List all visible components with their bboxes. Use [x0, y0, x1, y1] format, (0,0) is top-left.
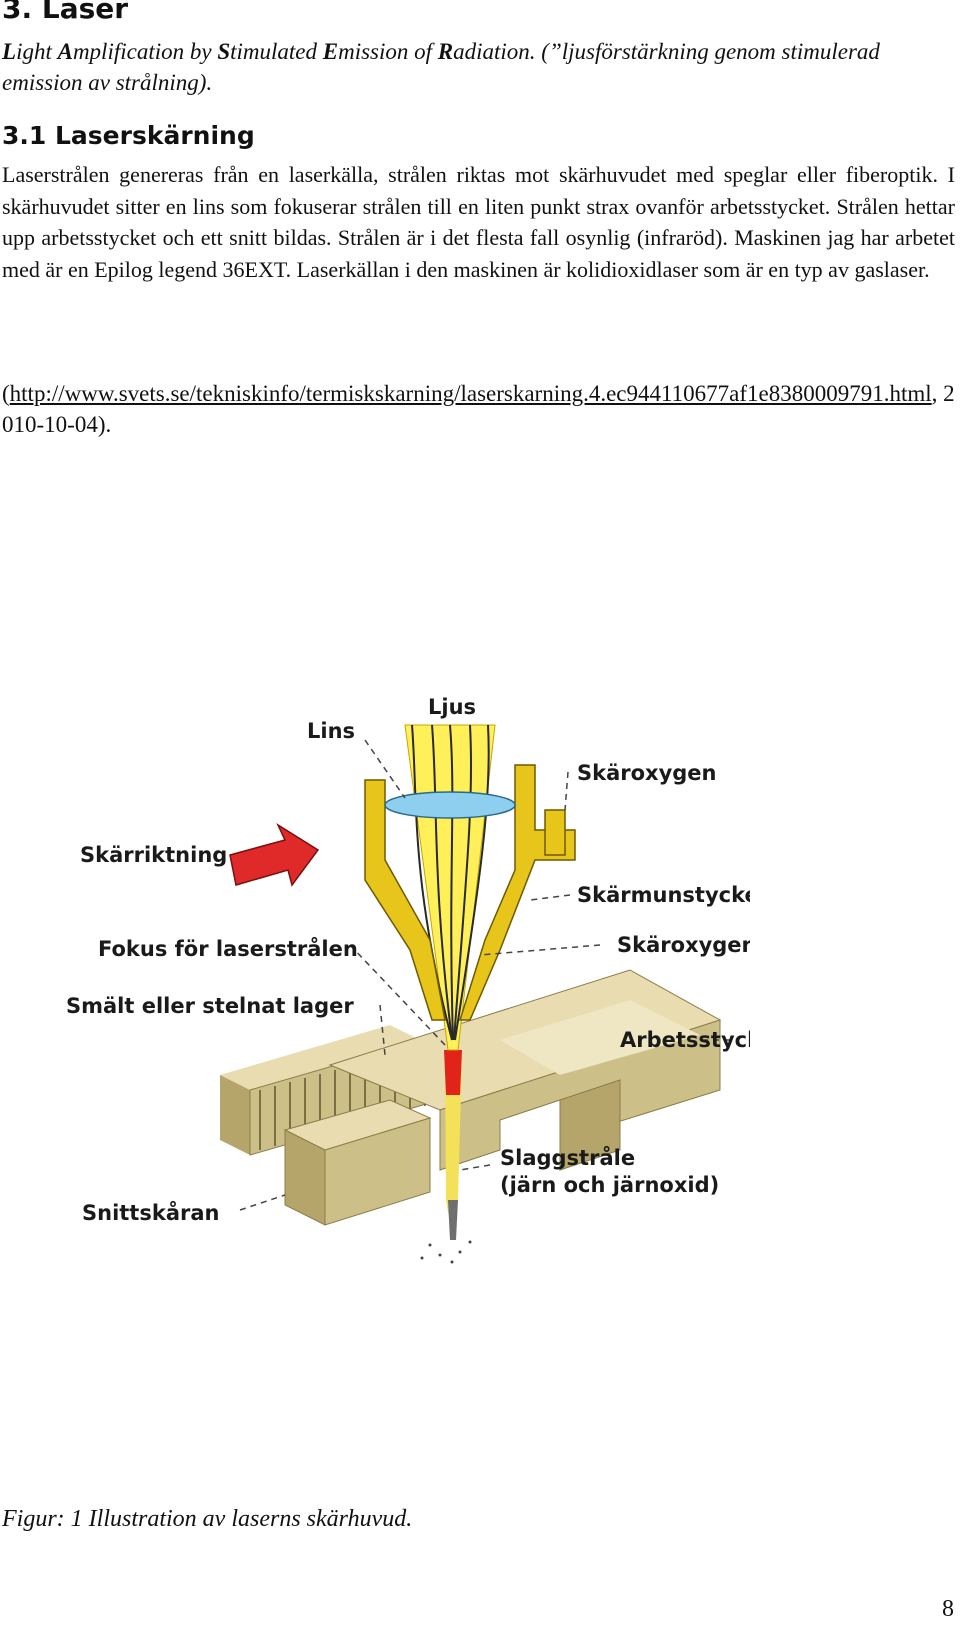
- page-number: 8: [942, 1596, 954, 1622]
- source-reference: (http://www.svets.se/tekniskinfo/termisk…: [2, 381, 955, 437]
- label-arbetsstycke: Arbetsstycke: [620, 1028, 750, 1052]
- lens: [384, 791, 516, 819]
- step-block: [559, 1079, 621, 1171]
- label-skarmunstycke: Skärmunstycke: [577, 883, 750, 907]
- cutting-direction-arrow: [229, 823, 320, 887]
- label-slaggstrale-sub: (järn och järnoxid): [500, 1173, 719, 1197]
- section-heading: 3. Laser: [2, 0, 129, 25]
- leader-lines: [239, 739, 730, 1211]
- workpiece-top-left: [220, 1025, 420, 1090]
- label-fokus: Fokus för laserstrålen: [98, 936, 358, 961]
- label-ljus: Ljus: [428, 695, 476, 719]
- slag-stream: [445, 1055, 462, 1235]
- label-snittskaran: Snittskåran: [82, 1200, 219, 1225]
- source-link[interactable]: http://www.svets.se/tekniskinfo/termisks…: [9, 381, 932, 406]
- laser-beam: [404, 724, 496, 1051]
- body-paragraph: Laserstrålen genereras från en laserkäll…: [2, 162, 955, 282]
- workpiece-end: [220, 1075, 250, 1155]
- oxygen-inlet: [544, 809, 566, 856]
- workpiece-highlight: [500, 1000, 700, 1075]
- acronym-definition: Light Amplification by Stimulated Emissi…: [2, 39, 880, 95]
- label-skarriktning: Skärriktning: [80, 843, 227, 867]
- cut-flame: [444, 1050, 462, 1095]
- subsection-heading: 3.1 Laserskärning: [2, 121, 255, 150]
- label-lins: Lins: [307, 719, 355, 743]
- label-skaroxygen: Skäroxygen: [577, 761, 717, 785]
- label-slaggstrale: Slaggstråle: [500, 1145, 635, 1170]
- beam-lines: [411, 724, 490, 1041]
- figure-caption: Figur: 1 Illustration av laserns skärhuv…: [2, 1506, 413, 1532]
- small-block-front: [324, 1117, 431, 1226]
- label-smalt: Smält eller stelnat lager: [66, 994, 354, 1018]
- laser-cutting-head-illustration: Ljus Lins Skäroxygen Skärriktning Skärmu…: [60, 680, 750, 1280]
- slag-sparks: [420, 1240, 472, 1264]
- nozzle-right: [458, 764, 576, 1021]
- label-skaroxygenstrale: Skäroxygenstråle: [617, 932, 750, 957]
- slag-tail: [448, 1200, 458, 1240]
- illustration-svg: Ljus Lins Skäroxygen Skärriktning Skärmu…: [66, 695, 750, 1264]
